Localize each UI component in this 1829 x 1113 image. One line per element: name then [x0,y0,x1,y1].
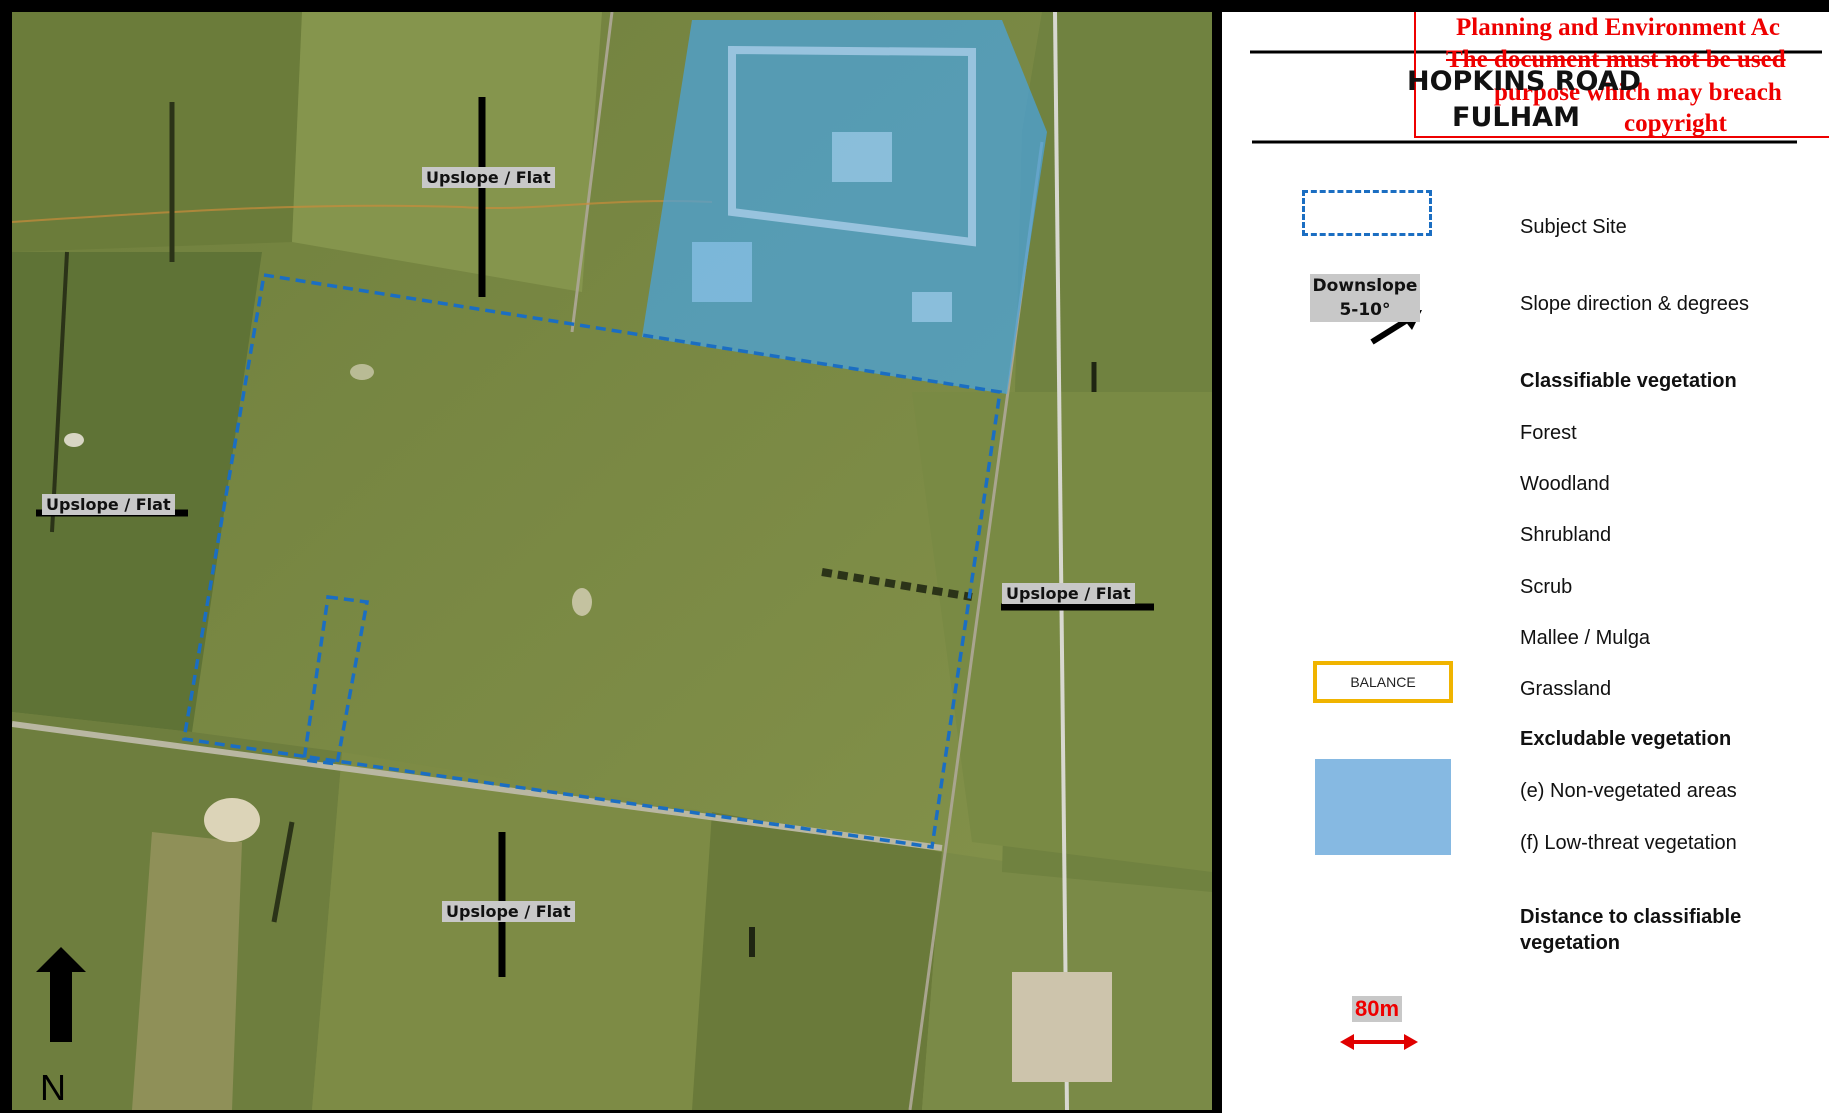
slope-label-west: Upslope / Flat [42,494,175,515]
building-group [832,132,892,182]
legend-swatch-grassland: BALANCE [1313,661,1453,703]
track-north [570,12,614,333]
aerial-map: Upslope / Flat Upslope / Flat Upslope / … [12,12,1212,1110]
legend-shrubland: Shrubland [1520,524,1612,546]
slope-label-north: Upslope / Flat [422,167,555,188]
distance-arrow-head-left [1340,1034,1354,1050]
subject-site-boundary [181,273,1002,849]
stamp-line-1: Planning and Environment Ac [1456,14,1780,41]
building-group [692,242,752,302]
distance-arrow-head-right [1404,1034,1418,1050]
legend-scrub: Scrub [1520,576,1573,598]
legend-swatch-non-vegetated [1315,759,1451,855]
prison-wall [728,45,976,247]
stamp-line-3: purpose which may breach [1494,79,1782,106]
legend-non-vegetated: (e) Non-vegetated areas [1520,780,1737,802]
legend-low-threat: (f) Low-threat vegetation [1520,832,1737,854]
north-arrow-shaft [50,972,72,1042]
slope-label-east: Upslope / Flat [1002,583,1135,604]
bare-patch [350,364,374,380]
legend-title-road: HOPKINS ROAD [1407,66,1642,97]
bare-patch [64,433,84,447]
tree-cluster [821,568,973,601]
north-arrow-head [36,947,86,972]
legend-swatch-subject-site [1302,190,1432,236]
creek-line [12,199,713,223]
bare-patch [572,588,592,616]
legend-grassland: Grassland [1520,678,1612,700]
legend-distance-value: 80m [1352,996,1403,1022]
field-w [12,252,262,732]
legend-slope-direction: Slope direction & degrees [1520,293,1750,315]
building-group [912,292,952,322]
field-n [292,12,602,292]
legend-distance-line2: vegetation [1520,932,1621,954]
legend-forest: Forest [1520,422,1577,444]
field-s [312,752,712,1110]
hopkins-road [1053,12,1069,1110]
legend-panel: Planning and Environment Ac The document… [1222,12,1829,1113]
legend-lines [1250,50,1822,1050]
downslope-label-1: Downslope [1312,276,1418,296]
downslope-label-2: 5-10° [1339,300,1391,320]
field-cultivated [132,832,242,1110]
copyright-stamp: Planning and Environment Ac The document… [1414,12,1829,138]
north-label: N [40,1067,66,1108]
stamp-line-2: The document must not be used [1446,46,1786,73]
legend-classifiable-header: Classifiable vegetation [1520,370,1737,392]
tree-line [50,251,69,533]
legend-woodland: Woodland [1520,473,1610,495]
subject-site-inset [302,595,370,766]
bare-paddock [1012,972,1112,1082]
field-se [692,812,942,1110]
aerial-map-drawing [12,12,1212,1110]
tree-line [271,821,295,923]
stamp-line-4: copyright [1624,110,1727,137]
legend-subject-site: Subject Site [1520,216,1627,238]
legend-title-suburb: FULHAM [1452,102,1580,133]
legend-distance-line1: Distance to classifiable [1520,906,1742,928]
legend-mallee: Mallee / Mulga [1520,627,1651,649]
bare-patch [204,798,260,842]
legend-excludable-header: Excludable vegetation [1520,728,1732,750]
legend-swatch-downslope: Downslope 5-10° [1310,274,1420,322]
slope-label-south: Upslope / Flat [442,901,575,922]
excludable-area [642,20,1047,394]
field-nw [12,12,302,252]
